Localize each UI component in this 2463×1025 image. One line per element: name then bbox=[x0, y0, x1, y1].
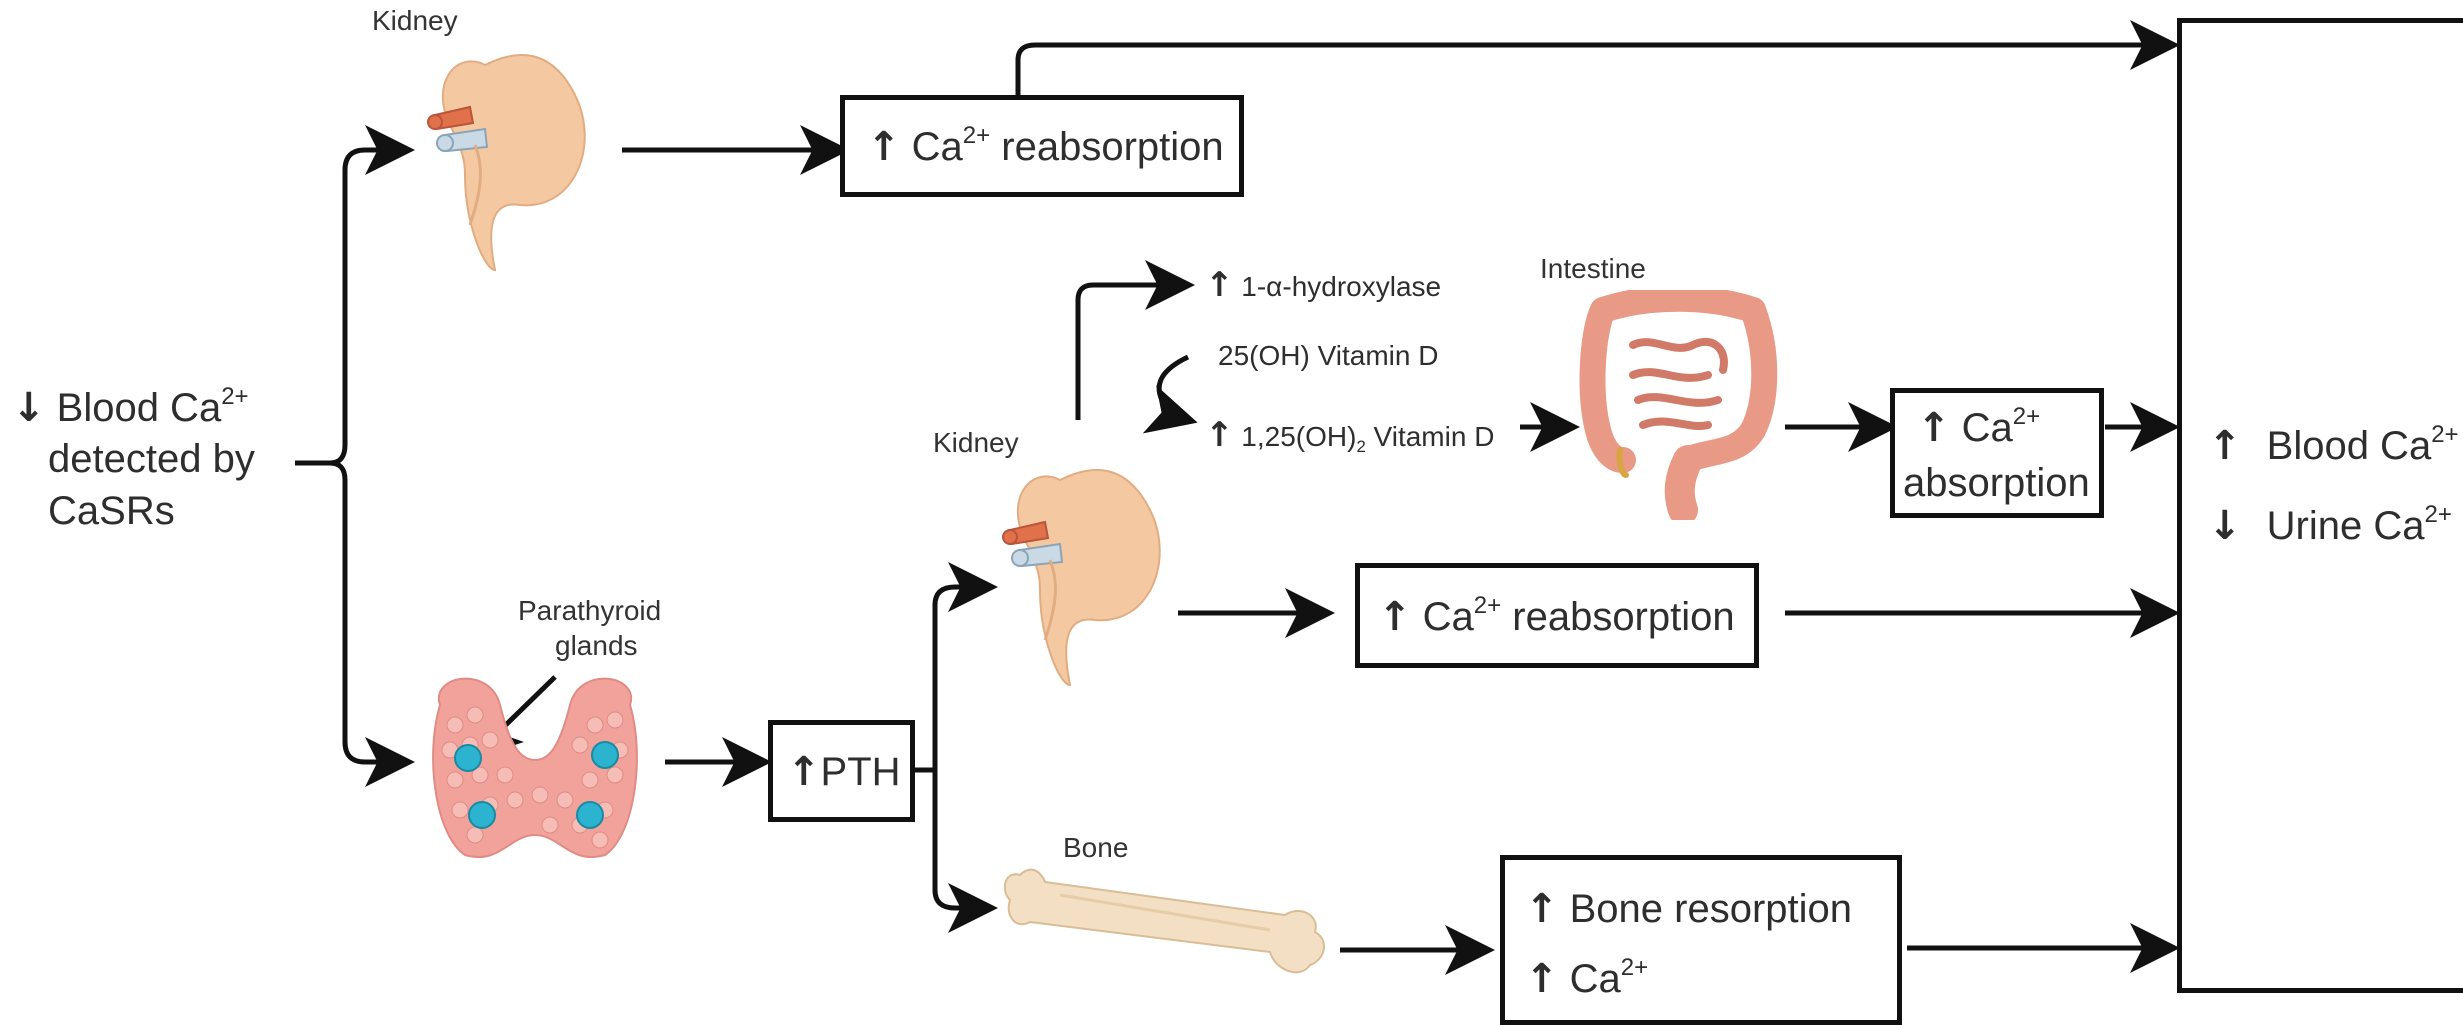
parathyroid-icon bbox=[420, 665, 650, 865]
conversion-arrow bbox=[1159, 357, 1188, 420]
up-arrow-icon: ↑ bbox=[1205, 415, 1234, 455]
up-arrow-icon: ↑ bbox=[1525, 956, 1559, 1002]
reabsorption-text: reabsorption bbox=[990, 125, 1223, 169]
vitamin-d-125-text: ↑ 1,25(OH)2 Vitamin D bbox=[1205, 415, 1494, 455]
bone-resorption-box: ↑ Bone resorption ↑ Ca2+ bbox=[1500, 855, 1902, 1025]
up-arrow-icon: ↑ bbox=[867, 124, 901, 170]
vitamin-d-25-text: 25(OH) Vitamin D bbox=[1218, 340, 1438, 372]
result-box: ↑ Blood Ca2+ ↓ Urine Ca2+ bbox=[2177, 18, 2463, 993]
ca-reabsorption-box-mid: ↑ Ca2+ reabsorption bbox=[1355, 563, 1759, 668]
bone-icon bbox=[1000, 860, 1330, 990]
brace-connector bbox=[295, 150, 405, 463]
ca-text: Ca bbox=[912, 125, 963, 169]
parathyroid-label-line1: Parathyroid bbox=[518, 595, 661, 627]
urine-ca-result-text: Urine Ca bbox=[2267, 504, 2425, 548]
up-arrow-icon: ↑ bbox=[1917, 405, 1951, 451]
down-arrow-icon: ↓ bbox=[12, 385, 46, 431]
up-arrow-icon: ↑ bbox=[1378, 594, 1412, 640]
detected-by-text: detected by bbox=[48, 437, 255, 482]
up-arrow-icon: ↑ bbox=[1525, 886, 1559, 932]
absorption-text: absorption bbox=[1903, 461, 2090, 506]
blood-ca-result-text: Blood Ca bbox=[2267, 424, 2432, 468]
pth-text: PTH bbox=[821, 750, 901, 794]
kidney-icon bbox=[1000, 440, 1170, 690]
down-arrow-icon: ↓ bbox=[2208, 503, 2242, 549]
blood-ca-text: Blood Ca bbox=[57, 386, 222, 430]
intestine-icon bbox=[1578, 290, 1778, 520]
up-arrow-icon: ↑ bbox=[1205, 265, 1234, 305]
hydroxylase-text: ↑ 1-α-hydroxylase bbox=[1205, 265, 1441, 305]
arrow-kidney-to-hydroxylase bbox=[1078, 285, 1185, 420]
ca-reabsorption-box-top: ↑ Ca2+ reabsorption bbox=[840, 95, 1244, 197]
bone-resorption-text: Bone resorption bbox=[1559, 887, 1853, 931]
kidney-icon bbox=[425, 25, 595, 275]
arrow-reabsorption-to-result bbox=[1018, 45, 2170, 95]
up-arrow-icon: ↑ bbox=[2208, 423, 2242, 469]
blood-ca-charge: 2+ bbox=[221, 383, 248, 410]
up-arrow-icon: ↑ bbox=[787, 749, 821, 795]
ca-charge: 2+ bbox=[963, 122, 990, 149]
pth-box: ↑PTH bbox=[768, 720, 915, 822]
casrs-text: CaSRs bbox=[48, 489, 175, 534]
ca-absorption-box: ↑ Ca2+ absorption bbox=[1890, 388, 2104, 518]
intestine-label: Intestine bbox=[1540, 253, 1646, 285]
arrow-pth-branch bbox=[912, 587, 988, 770]
parathyroid-label-line2: glands bbox=[555, 630, 638, 662]
kidney-top-label: Kidney bbox=[372, 5, 458, 37]
